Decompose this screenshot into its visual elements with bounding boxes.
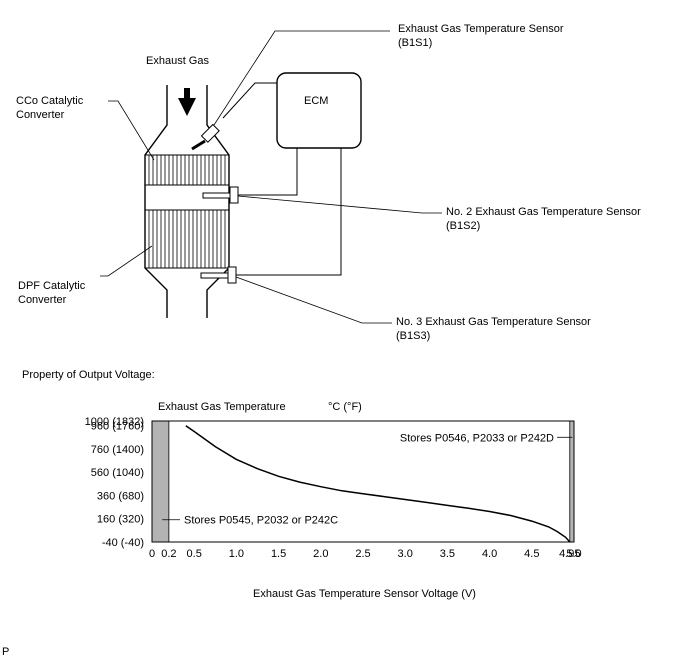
- x-tick-label: 0: [149, 548, 155, 560]
- plot-frame: [151, 420, 575, 543]
- ecm-label: ECM: [304, 95, 328, 107]
- x-tick-label: 2.5: [355, 548, 370, 560]
- footer-mark: P: [2, 646, 9, 658]
- x-tick-labels: 0 0.2 0.5 1.0 1.5 2.0 2.5 3.0 3.5 4.0 4.5 4.955.0: [149, 548, 582, 560]
- x-tick-label: 1.0: [229, 548, 244, 560]
- cco-label-line1: CCo Catalytic: [16, 95, 84, 107]
- x-tick-label: 5.0: [566, 548, 581, 560]
- sensor3-label-line2: (B1S3): [396, 330, 430, 342]
- y-axis-label: Exhaust Gas Temperature: [158, 401, 286, 413]
- fault-band-high: [569, 420, 575, 543]
- callout-leaders: [100, 30, 442, 324]
- sensor1-label-line1: Exhaust Gas Temperature Sensor: [398, 23, 564, 35]
- sensor-wiring: [222, 82, 342, 276]
- y-tick-label: -40 (-40): [102, 537, 144, 549]
- sensor-b1s2-icon: [202, 186, 239, 204]
- cco-catalyst-element: [144, 154, 230, 186]
- y-tick-labels: 1000 (1832)960 (1760) 760 (1400) 560 (1040…: [85, 416, 144, 549]
- sensor3-label-line1: No. 3 Exhaust Gas Temperature Sensor: [396, 316, 591, 328]
- output-voltage-chart: 1000 (1832)960 (1760) 760 (1400) 560 (1040…: [85, 416, 582, 560]
- low-band-label: Stores P0545, P2032 or P242C: [184, 515, 338, 527]
- y-tick-label: 760 (1400): [91, 444, 144, 456]
- fault-band-low: [151, 420, 170, 543]
- y-tick-label: 960 (1760): [91, 421, 144, 433]
- x-tick-label: 4.0: [482, 548, 497, 560]
- sensor-b1s3-icon: [200, 266, 237, 284]
- x-axis-label: Exhaust Gas Temperature Sensor Voltage (…: [253, 588, 476, 600]
- voltage-temperature-curve: [185, 425, 571, 543]
- x-tick-label: 4.5: [524, 548, 539, 560]
- x-tick-label: 1.5: [271, 548, 286, 560]
- dpf-label-line1: DPF Catalytic: [18, 280, 86, 292]
- x-tick-label: 0.5: [187, 548, 202, 560]
- x-tick-label: 3.0: [398, 548, 413, 560]
- cco-label-line2: Converter: [16, 109, 65, 121]
- dpf-label-line2: Converter: [18, 294, 67, 306]
- chart-section-title: Property of Output Voltage:: [22, 369, 155, 381]
- x-tick-label: 4.95: [559, 548, 580, 560]
- dpf-catalyst-element: [144, 209, 230, 269]
- y-tick-label: 1000 (1832): [85, 416, 144, 428]
- sensor2-label-line1: No. 2 Exhaust Gas Temperature Sensor: [446, 206, 641, 218]
- catalytic-converter-assembly: [144, 85, 230, 318]
- sensor2-label-line2: (B1S2): [446, 220, 480, 232]
- x-tick-label: 0.2: [161, 548, 176, 560]
- exhaust-gas-label: Exhaust Gas: [146, 55, 209, 67]
- system-diagram: Exhaust Gas ECM: [16, 23, 641, 342]
- y-tick-label: 160 (320): [97, 514, 144, 526]
- high-band-label: Stores P0546, P2033 or P242D: [400, 432, 554, 444]
- y-tick-label: 360 (680): [97, 490, 144, 502]
- flow-arrow-icon: [178, 88, 196, 116]
- x-tick-label: 2.0: [313, 548, 328, 560]
- sensor1-label-line2: (B1S1): [398, 37, 432, 49]
- x-tick-label: 3.5: [440, 548, 455, 560]
- sensor-b1s1-icon: [191, 123, 220, 151]
- y-axis-unit: °C (°F): [328, 401, 362, 413]
- ecm-box: [276, 72, 362, 149]
- y-tick-label: 560 (1040): [91, 467, 144, 479]
